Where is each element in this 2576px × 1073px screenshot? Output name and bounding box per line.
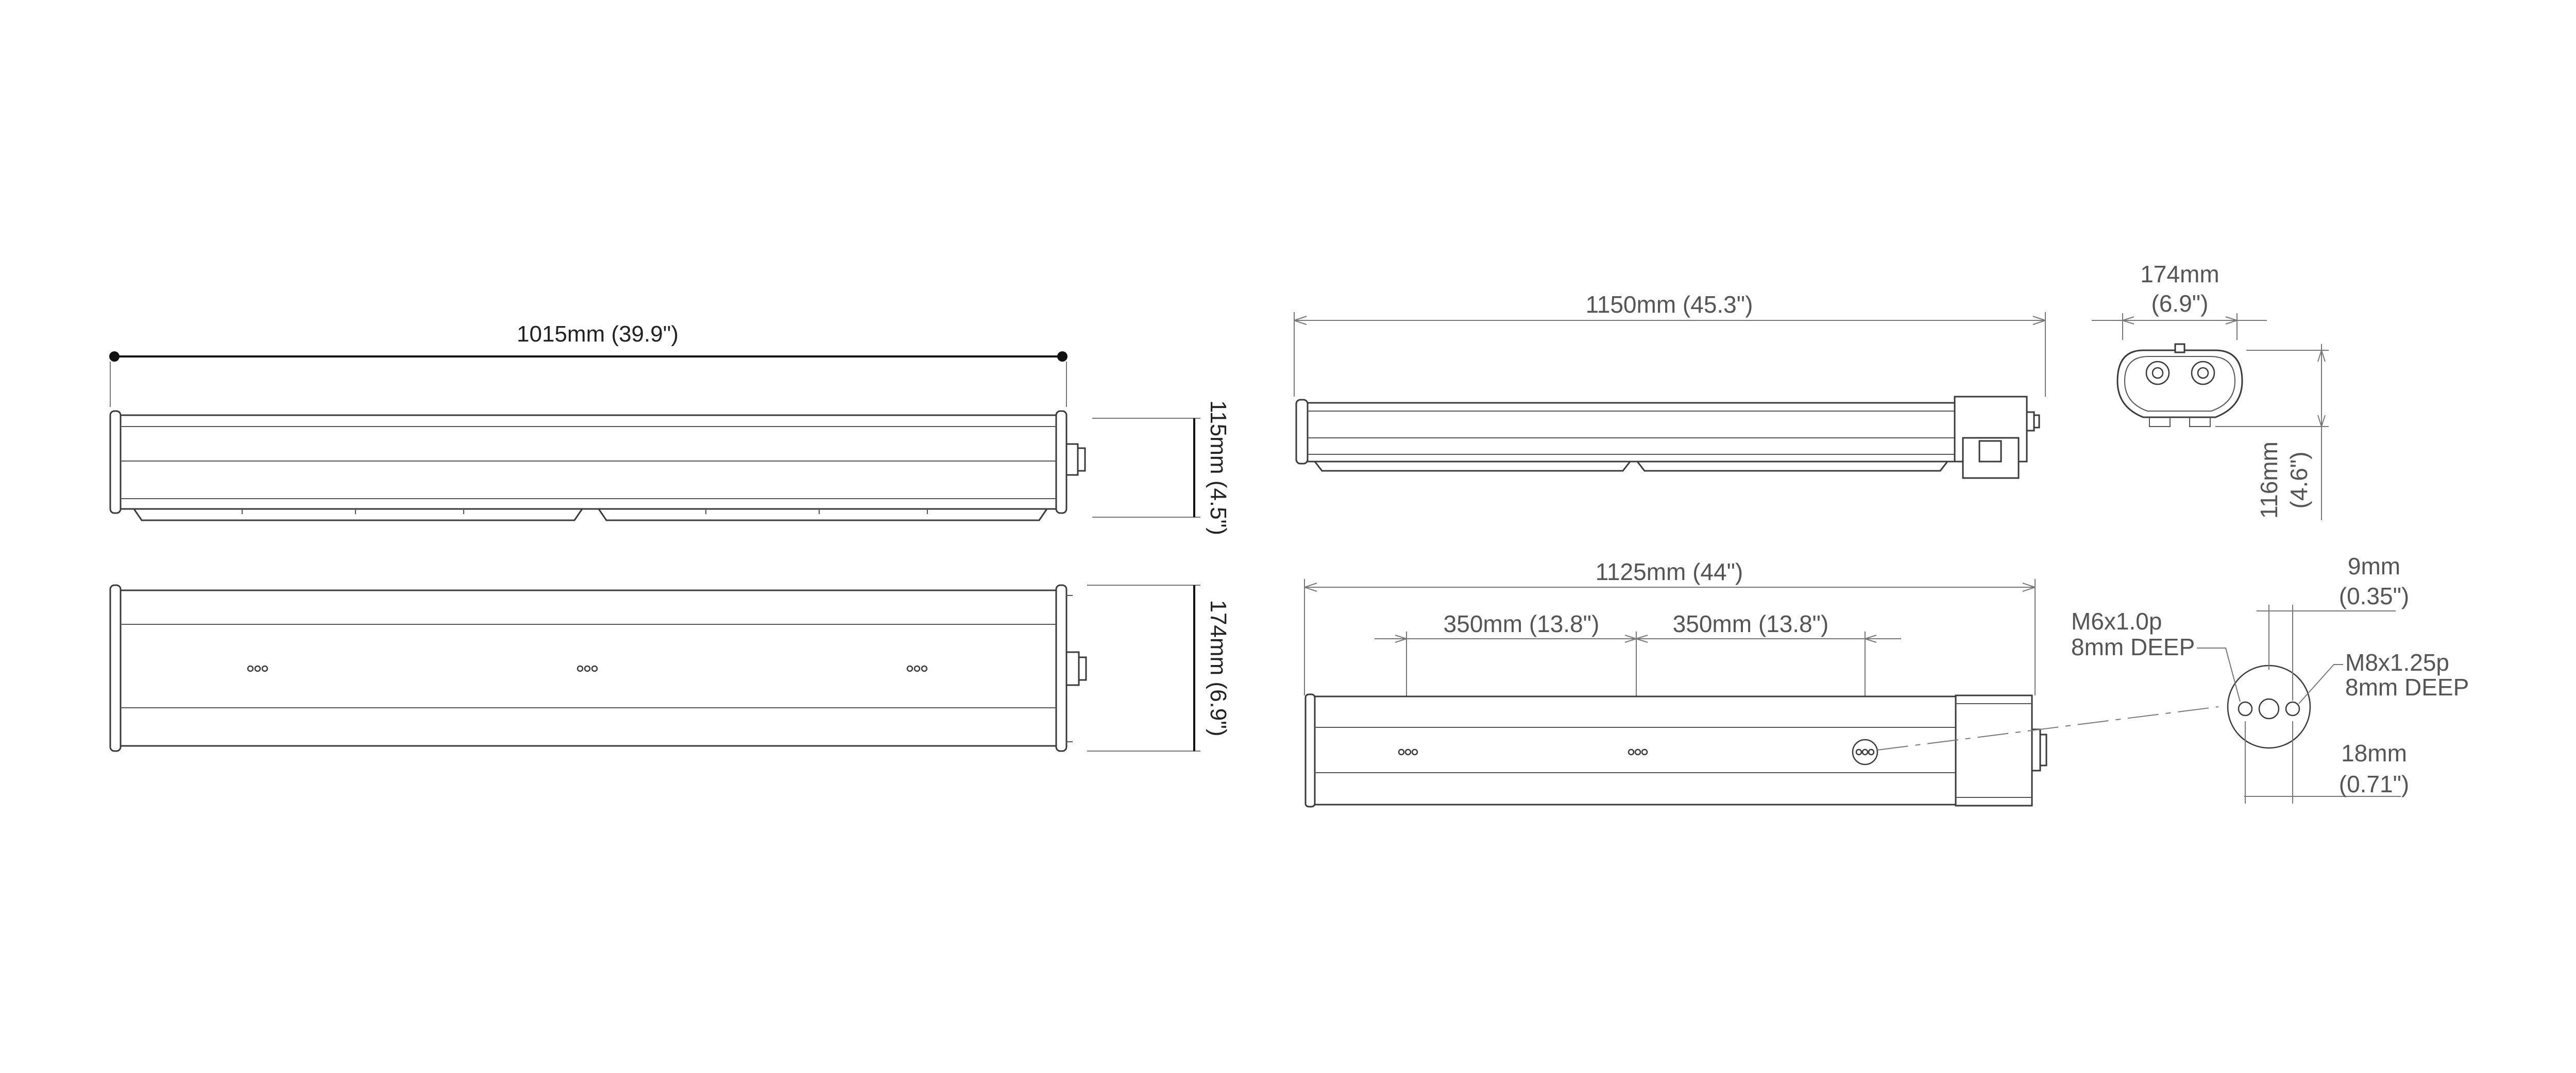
connector-right-core [2197,367,2209,379]
end-cap-left [1304,693,1316,808]
end-height-label-2: (4.6") [2285,452,2312,509]
end-width-label-1: 174mm [2140,261,2219,287]
right-side-view: 1150mm (45.3") [1294,291,2046,479]
m6-hole [2285,701,2300,717]
end-cap-left [1295,399,1309,465]
lens-tray [133,508,583,521]
left-bottom-view: 174mm (6.9") [109,584,1231,752]
m8-label-1: M8x1.25p [2345,649,2449,676]
detail-leader-line [1877,706,2219,751]
m6-label-1: M6x1.0p [2071,608,2162,635]
hole [1855,748,1862,756]
end-width-label-2: (6.9") [2151,290,2209,317]
dim-arrows [2317,350,2326,427]
cable-gland-nut [1077,447,1086,472]
gap-label-2: (0.35") [2339,583,2410,609]
end-profile-inner [2124,356,2236,412]
gland [2026,411,2035,432]
gland-nut [2033,414,2040,429]
left-height-label: 115mm (4.5") [1206,400,1231,535]
spacing-label-2: 350mm (13.8") [1673,610,1829,637]
m8-leader [2298,664,2343,704]
end-cap-right [1055,584,1067,752]
bracket-slot [1978,440,2002,463]
housing-body [120,414,1057,510]
m8-label-2: 8mm DEEP [2345,674,2469,701]
bottom-length-label: 1125mm (44") [1596,558,1743,585]
end-cap-right [1055,410,1067,514]
m6-label-2: 8mm DEEP [2071,634,2195,660]
dim-arrows [1294,316,2046,325]
left-side-view: 1015mm (39.9") 115mm (4.5") [109,321,1231,535]
m6-leader [2197,648,2241,702]
end-profile-feet [2149,417,2211,427]
lens-tray [1636,461,1948,472]
dim-endpoint-dot [1057,351,1067,362]
housing-body [1307,402,1956,463]
dim-endpoint-dot [109,351,120,362]
end-view: 174mm (6.9") 116mm (4.6") [2092,261,2329,520]
span-label-2: (0.71") [2339,771,2410,797]
spacing-label-1: 350mm (13.8") [1444,610,1600,637]
side-length-label: 1150mm (45.3") [1586,291,1753,318]
end-profile-tab [2174,343,2185,353]
dim-arrows [2122,316,2238,325]
gland [2031,728,2041,772]
hole [1861,748,1869,756]
span-label-1: 18mm [2341,740,2407,767]
hole [1868,748,1875,756]
m6-hole [2238,701,2253,717]
dim-arrows [1304,583,2036,592]
lens-tray [1314,461,1631,472]
m8-hole [2258,698,2280,720]
left-length-label: 1015mm (39.9") [517,321,679,347]
end-profile-outer [2116,349,2243,418]
end-cap-left [109,410,122,514]
dim-arrows [1395,635,1877,643]
left-width-label: 174mm (6.9") [1206,600,1231,736]
gap-label-1: 9mm [2348,553,2400,580]
right-bottom-view: 1125mm (44") 350mm (13.8") 350mm (13.8") [1304,558,2219,808]
connector-left-core [2151,367,2164,379]
mounting-holes [1398,748,1648,756]
end-height-label-1: 116mm [2256,441,2282,519]
cable-gland [1065,651,1080,686]
cable-gland [1065,443,1079,476]
driver-box [1955,694,2033,807]
end-cap-left [109,584,122,752]
cable-gland-nut [1078,656,1087,681]
hole-detail-view: 9mm (0.35") M6x1.0p 8mm DEEP M8x1.25p 8m… [2071,553,2469,804]
lens-tray [598,508,1048,521]
mounting-holes [247,665,928,672]
gland-nut [2039,734,2047,767]
